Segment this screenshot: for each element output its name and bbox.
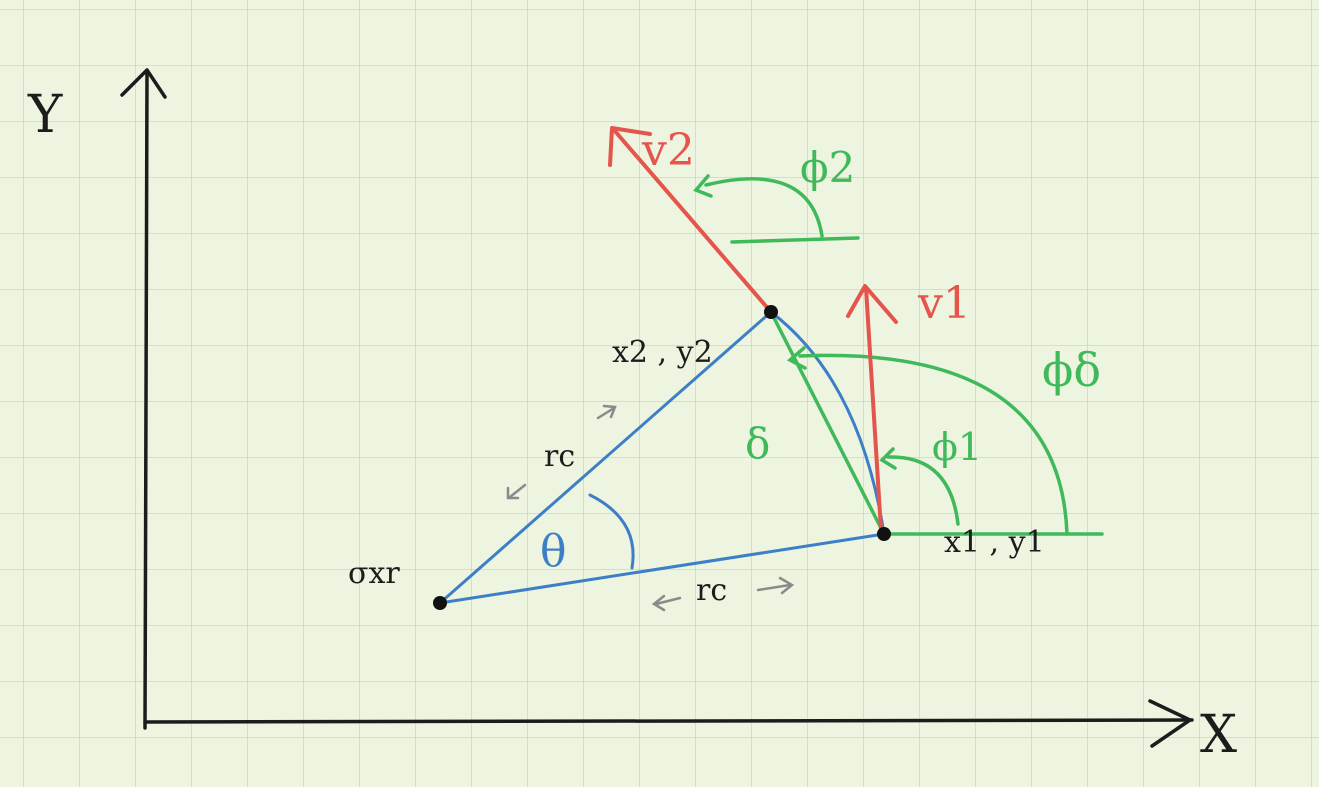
point-2 — [764, 305, 778, 319]
reference-line-p2 — [730, 236, 860, 244]
phi2-arrowhead — [693, 174, 713, 198]
points — [433, 305, 891, 610]
v1-vector — [864, 286, 883, 532]
phi2-label: ϕ2 — [800, 143, 855, 192]
v1-label: v1 — [917, 278, 971, 329]
y-axis — [143, 70, 149, 730]
rc-lower-arrow-left — [654, 596, 682, 606]
phi2-arc — [704, 177, 824, 238]
origin-point — [433, 596, 447, 610]
v2-vector — [612, 128, 773, 314]
rc-upper-label: rc — [544, 439, 575, 474]
origin-label: σxr — [348, 556, 400, 591]
v1-arrowhead — [846, 284, 898, 324]
phi-delta-label: ϕδ — [1042, 343, 1101, 397]
rc-lower-arrowhead-right — [778, 576, 795, 595]
y-axis-arrowhead — [120, 68, 167, 99]
theta-label: θ — [540, 526, 567, 577]
phi1-arc — [886, 455, 960, 526]
point-1-label: x1 , y1 — [944, 525, 1045, 560]
rc-lower-label: rc — [696, 573, 727, 608]
x-axis — [143, 718, 1194, 724]
red-vectors — [608, 126, 898, 532]
blue-lines — [438, 310, 886, 605]
x-axis-arrowhead — [1148, 699, 1192, 748]
rc-upper-arrow-right — [596, 406, 616, 420]
point-1 — [877, 527, 891, 541]
rc-upper-arrowhead-right — [602, 404, 617, 419]
rc-upper-arrowhead-left — [506, 486, 520, 500]
rc-side-lower — [438, 532, 886, 605]
phi1-label: ϕ1 — [932, 425, 982, 469]
v2-arrowhead — [608, 126, 652, 167]
delta-segment — [769, 310, 886, 536]
rc-lower-arrowhead-left — [651, 594, 666, 612]
phi-delta-arrowhead — [786, 346, 807, 370]
chord-arc — [769, 310, 886, 536]
theta-arc — [588, 493, 635, 570]
rc-lower-arrow-right — [756, 583, 792, 592]
point-2-label: x2 , y2 — [612, 335, 713, 370]
delta-label: δ — [745, 419, 770, 468]
rc-upper-arrow-left — [508, 483, 527, 499]
y-axis-label: Y — [27, 85, 63, 145]
x-axis-label: X — [1200, 705, 1237, 765]
axes — [120, 68, 1194, 748]
v2-label: v2 — [641, 125, 695, 176]
phi-delta-arc — [798, 353, 1069, 536]
green-lines — [693, 174, 1104, 536]
rc-side-upper — [438, 310, 773, 605]
gray-arrows — [506, 404, 795, 612]
phi1-arrowhead — [879, 447, 897, 470]
